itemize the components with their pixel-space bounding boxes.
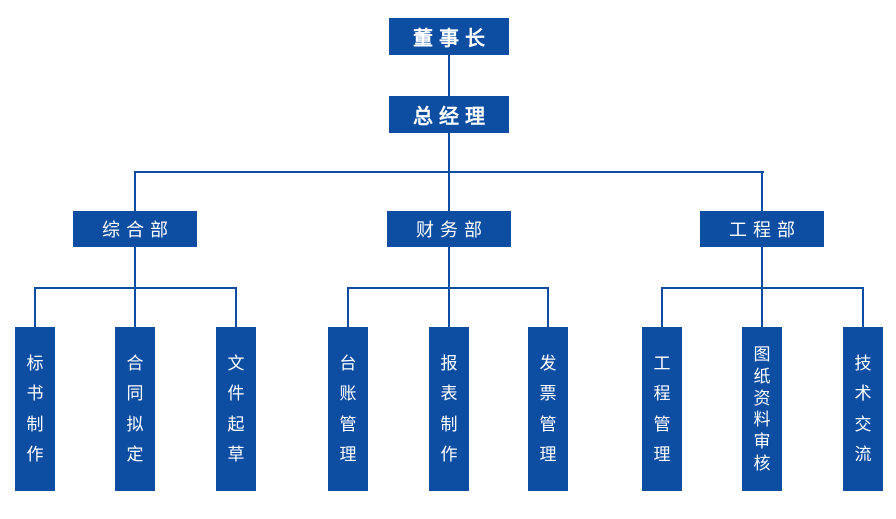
vertical-char: 工 — [653, 353, 671, 373]
vertical-char: 理 — [653, 445, 671, 465]
vertical-char: 审 — [753, 432, 771, 452]
org-node-label: 总经理 — [413, 106, 491, 128]
org-node-label: 财务部 — [416, 220, 488, 240]
vertical-char: 报 — [440, 353, 458, 373]
org-node-leaf: 标书制作 — [15, 327, 55, 491]
connector-line — [661, 287, 663, 327]
connector-line — [34, 287, 36, 327]
vertical-char: 理 — [339, 445, 357, 465]
vertical-char: 纸 — [753, 366, 771, 386]
connector-line — [547, 287, 549, 327]
org-node-label: 文件起草 — [216, 327, 256, 491]
connector-line — [862, 287, 864, 327]
org-node-chairman: 董事长 — [389, 18, 509, 55]
vertical-char: 交 — [854, 414, 872, 434]
org-node-dept-caiwu: 财务部 — [387, 211, 511, 247]
vertical-char: 程 — [653, 384, 671, 404]
vertical-char: 起 — [227, 414, 245, 434]
vertical-char: 流 — [854, 445, 872, 465]
connector-line — [347, 287, 349, 327]
org-node-dept-zonghe: 综合部 — [73, 211, 197, 247]
connector-line — [761, 287, 763, 327]
vertical-char: 文 — [227, 353, 245, 373]
org-node-leaf: 发票管理 — [528, 327, 568, 491]
org-node-leaf: 合同拟定 — [115, 327, 155, 491]
connector-line — [761, 171, 763, 211]
org-node-label: 台账管理 — [328, 327, 368, 491]
vertical-char: 图 — [753, 344, 771, 364]
vertical-char: 资 — [753, 388, 771, 408]
org-node-label: 工程管理 — [642, 327, 682, 491]
org-node-leaf: 台账管理 — [328, 327, 368, 491]
org-node-label: 报表制作 — [429, 327, 469, 491]
org-node-leaf: 报表制作 — [429, 327, 469, 491]
vertical-char: 管 — [539, 414, 557, 434]
vertical-char: 件 — [227, 384, 245, 404]
org-node-label: 综合部 — [102, 220, 174, 240]
vertical-char: 账 — [339, 384, 357, 404]
vertical-char: 制 — [440, 414, 458, 434]
org-node-label: 合同拟定 — [115, 327, 155, 491]
vertical-char: 核 — [753, 454, 771, 474]
org-node-leaf: 工程管理 — [642, 327, 682, 491]
org-node-leaf: 技术交流 — [843, 327, 883, 491]
org-node-label: 标书制作 — [15, 327, 55, 491]
connector-line — [448, 171, 450, 211]
connector-line — [761, 247, 763, 288]
org-node-general-manager: 总经理 — [389, 96, 509, 133]
vertical-char: 标 — [26, 353, 44, 373]
org-node-leaf: 图纸资料审核 — [742, 327, 782, 491]
vertical-char: 同 — [126, 384, 144, 404]
org-node-label: 技术交流 — [843, 327, 883, 491]
vertical-char: 技 — [854, 353, 872, 373]
vertical-char: 台 — [339, 353, 357, 373]
connector-line — [235, 287, 237, 327]
vertical-char: 作 — [26, 445, 44, 465]
vertical-char: 表 — [440, 384, 458, 404]
connector-line — [448, 287, 450, 327]
org-node-label: 工程部 — [729, 220, 801, 240]
vertical-char: 书 — [26, 384, 44, 404]
vertical-char: 作 — [440, 445, 458, 465]
vertical-char: 合 — [126, 353, 144, 373]
org-node-label: 董事长 — [413, 28, 491, 50]
connector-line — [448, 247, 450, 288]
vertical-char: 发 — [539, 353, 557, 373]
connector-line — [448, 133, 450, 172]
vertical-char: 管 — [339, 414, 357, 434]
vertical-char: 草 — [227, 445, 245, 465]
vertical-char: 拟 — [126, 414, 144, 434]
vertical-char: 术 — [854, 384, 872, 404]
connector-line — [448, 55, 450, 96]
vertical-char: 制 — [26, 414, 44, 434]
org-node-label: 发票管理 — [528, 327, 568, 491]
org-node-leaf: 文件起草 — [216, 327, 256, 491]
connector-line — [134, 287, 136, 327]
vertical-char: 理 — [539, 445, 557, 465]
vertical-char: 料 — [753, 410, 771, 430]
org-node-label: 图纸资料审核 — [742, 327, 782, 491]
connector-line — [134, 247, 136, 288]
vertical-char: 管 — [653, 414, 671, 434]
vertical-char: 票 — [539, 384, 557, 404]
vertical-char: 定 — [126, 445, 144, 465]
connector-line — [134, 171, 136, 211]
org-node-dept-gongcheng: 工程部 — [700, 211, 824, 247]
